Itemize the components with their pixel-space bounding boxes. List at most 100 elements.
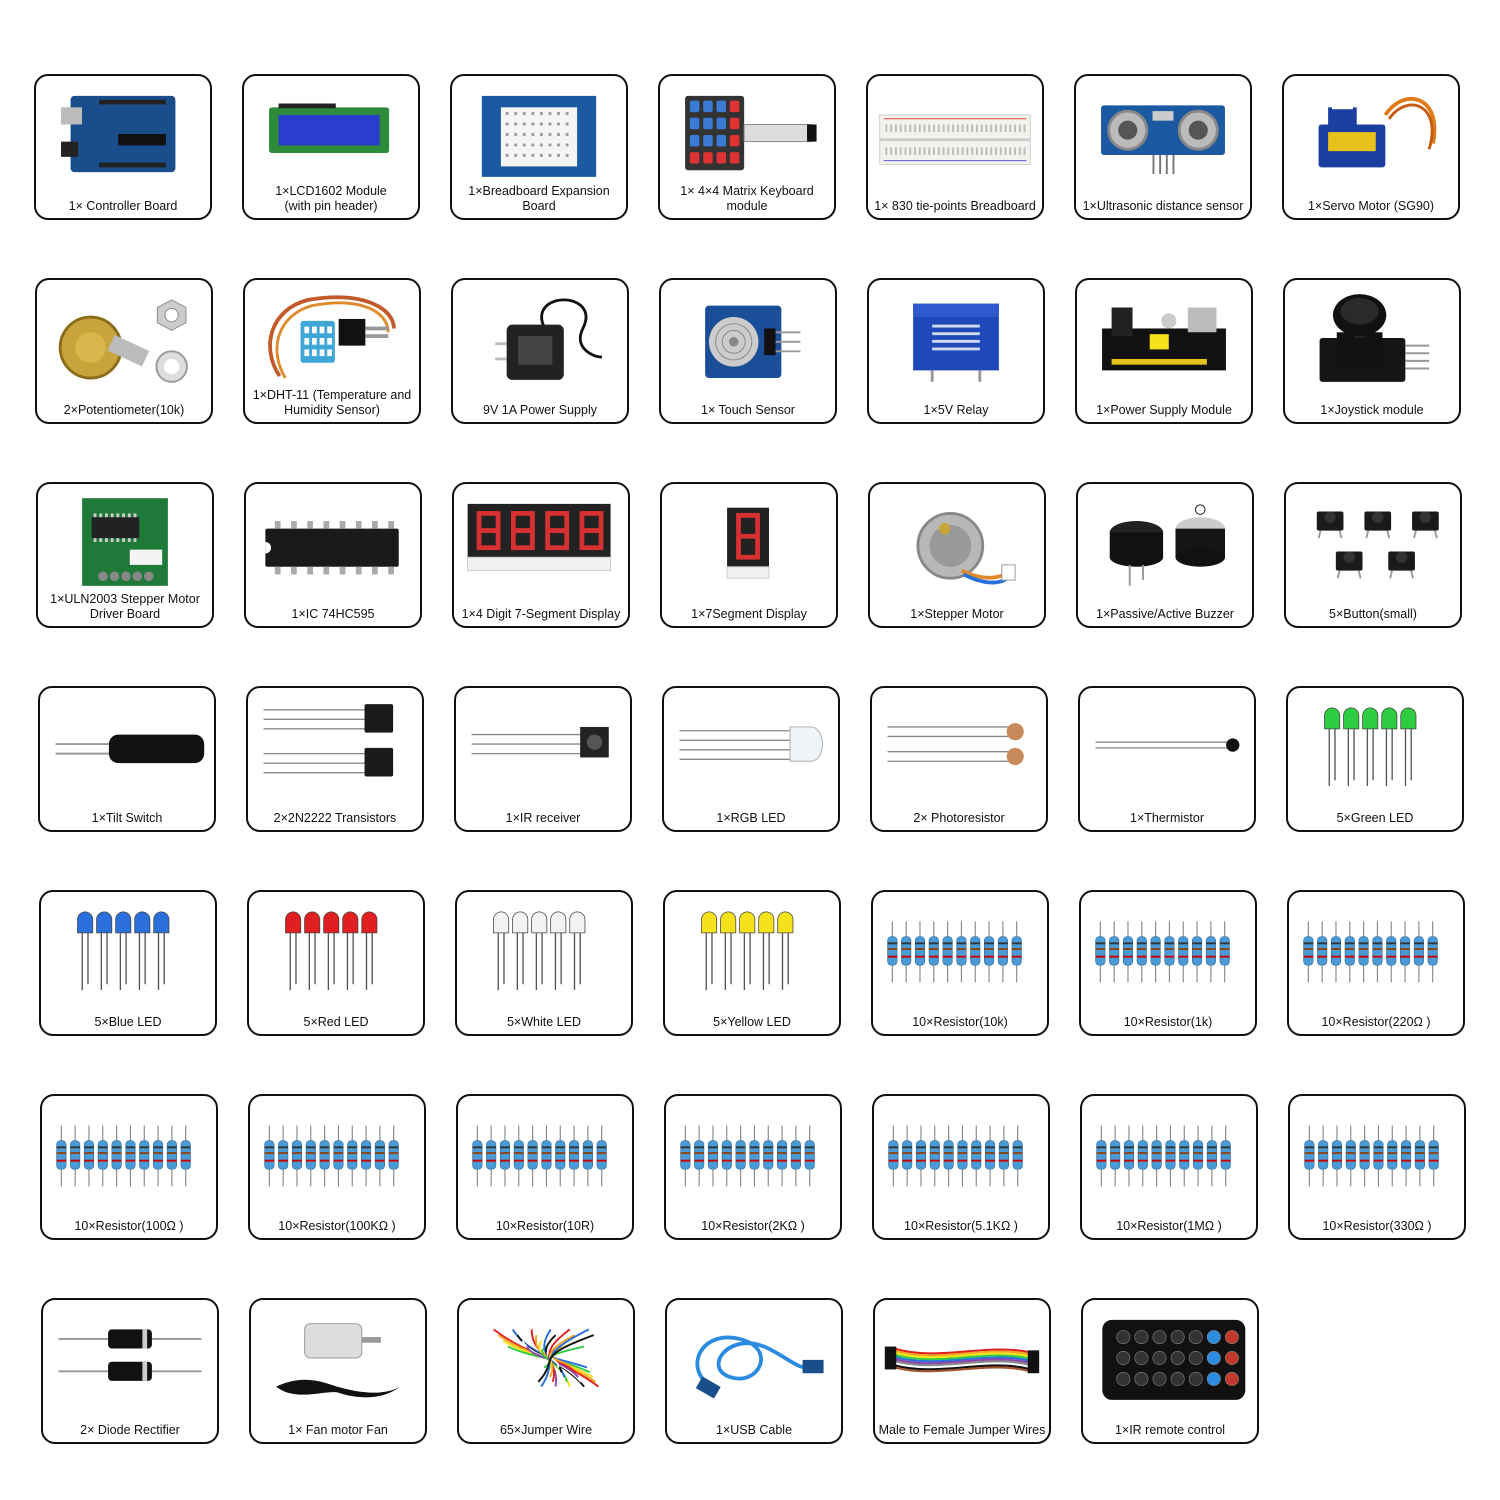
component-card: 1×RGB LED [662,686,840,832]
component-card: 1×LCD1602 Module (with pin header) [242,74,420,220]
led-icon [255,898,417,1002]
component-card: 1×Joystick module [1283,278,1461,424]
component-label: 5×Blue LED [94,1015,162,1029]
component-label: 2× Photoresistor [913,811,1005,825]
resistor-icon [1087,898,1249,1002]
component-label: 5×Yellow LED [713,1015,791,1029]
fan-motor-icon [257,1306,419,1410]
component-card: Male to Female Jumper Wires [873,1298,1051,1444]
component-card: 10×Resistor(10k) [871,890,1049,1036]
led-icon [1294,694,1456,798]
button-icon [1292,490,1454,594]
component-label: 1×IC 74HC595 [291,607,375,621]
ultrasonic-icon [1082,82,1244,186]
component-label: 1×IR remote control [1114,1423,1226,1437]
component-card: 10×Resistor(1MΩ ) [1080,1094,1258,1240]
component-label: 1×Passive/Active Buzzer [1096,607,1234,621]
component-label: 1× 830 tie-points Breadboard [874,199,1036,213]
dht11-icon [251,286,413,390]
component-label: 1×Thermistor [1130,811,1204,825]
component-label: 1×IR receiver [505,811,581,825]
component-card: 1×Passive/Active Buzzer [1076,482,1254,628]
seven-segment-icon [668,490,830,594]
thermistor-icon [1086,694,1248,798]
component-label: 1× 4×4 Matrix Keyboard module [680,184,814,213]
component-label: 10×Resistor(330Ω ) [1322,1219,1432,1233]
component-card: 65×Jumper Wire [457,1298,635,1444]
power-adapter-icon [459,286,621,390]
driver-board-icon [44,490,206,594]
component-label: 5×Button(small) [1329,607,1417,621]
component-card: 2×2N2222 Transistors [246,686,424,832]
resistor-icon [1296,1102,1458,1206]
component-card: 1× 4×4 Matrix Keyboard module [658,74,836,220]
component-label: 10×Resistor(1MΩ ) [1116,1219,1222,1233]
component-card: 5×Button(small) [1284,482,1462,628]
led-icon [463,898,625,1002]
component-label: 2×Potentiometer(10k) [63,403,185,417]
component-label: 1× Controller Board [68,199,178,213]
component-card: 5×Blue LED [39,890,217,1036]
component-card: 5×Green LED [1286,686,1464,832]
component-label: 10×Resistor(10R) [495,1219,595,1233]
stepper-motor-icon [876,490,1038,594]
component-card: 9V 1A Power Supply [451,278,629,424]
component-card: 10×Resistor(10R) [456,1094,634,1240]
component-card: 1×7Segment Display [660,482,838,628]
component-label: 1× Touch Sensor [701,403,795,417]
resistor-icon [672,1102,834,1206]
component-label: 2×2N2222 Transistors [273,811,397,825]
component-card: 10×Resistor(2KΩ ) [664,1094,842,1240]
ic-chip-icon [252,490,414,594]
component-card: 1×IR remote control [1081,1298,1259,1444]
component-label: 1×Ultrasonic distance sensor [1082,199,1244,213]
component-grid: 1× Controller Board 1×LCD1602 Module (wit… [34,74,1474,1454]
component-label: 1×RGB LED [716,811,786,825]
component-label: 1×7Segment Display [691,607,807,621]
servo-icon [1290,82,1452,186]
transistor-icon [254,694,416,798]
component-card: 1× Fan motor Fan [249,1298,427,1444]
lcd-icon [250,82,412,186]
resistor-icon [1088,1102,1250,1206]
component-label: 1×Stepper Motor [910,607,1004,621]
component-card: 1×USB Cable [665,1298,843,1444]
component-label: 1×Tilt Switch [91,811,163,825]
component-label: 1×ULN2003 Stepper Motor Driver Board [50,592,200,621]
buzzer-icon [1084,490,1246,594]
relay-icon [875,286,1037,390]
component-card: 1×Tilt Switch [38,686,216,832]
breadboard-icon [874,82,1036,186]
component-label: 5×Green LED [1336,811,1414,825]
resistor-icon [879,898,1041,1002]
component-card: 5×Yellow LED [663,890,841,1036]
component-label: 10×Resistor(5.1KΩ ) [904,1219,1018,1233]
power-module-icon [1083,286,1245,390]
board-icon [42,82,204,186]
component-card: 1×Thermistor [1078,686,1256,832]
component-card: 5×White LED [455,890,633,1036]
rgb-led-icon [670,694,832,798]
component-card: 1×IC 74HC595 [244,482,422,628]
component-card: 10×Resistor(5.1KΩ ) [872,1094,1050,1240]
usb-cable-icon [673,1306,835,1410]
diode-icon [49,1306,211,1410]
potentiometer-icon [43,286,205,390]
component-card: 1×Servo Motor (SG90) [1282,74,1460,220]
component-label: 1×Servo Motor (SG90) [1307,199,1435,213]
resistor-icon [256,1102,418,1206]
component-card: 1×Stepper Motor [868,482,1046,628]
component-label: 10×Resistor(10k) [912,1015,1008,1029]
ribbon-cable-icon [881,1306,1043,1410]
component-label: 1×5V Relay [923,403,989,417]
component-label: 1×Breadboard Expansion Board [468,184,610,213]
component-card: 1× Touch Sensor [659,278,837,424]
resistor-icon [464,1102,626,1206]
component-label: 1×USB Cable [715,1423,793,1437]
component-label: 1×DHT-11 (Temperature and Humidity Senso… [252,388,412,417]
touch-sensor-icon [667,286,829,390]
component-label: 1×LCD1602 Module (with pin header) [275,184,387,213]
component-card: 1×5V Relay [867,278,1045,424]
component-label: 1× Fan motor Fan [288,1423,388,1437]
component-label: 10×Resistor(100Ω ) [74,1219,184,1233]
